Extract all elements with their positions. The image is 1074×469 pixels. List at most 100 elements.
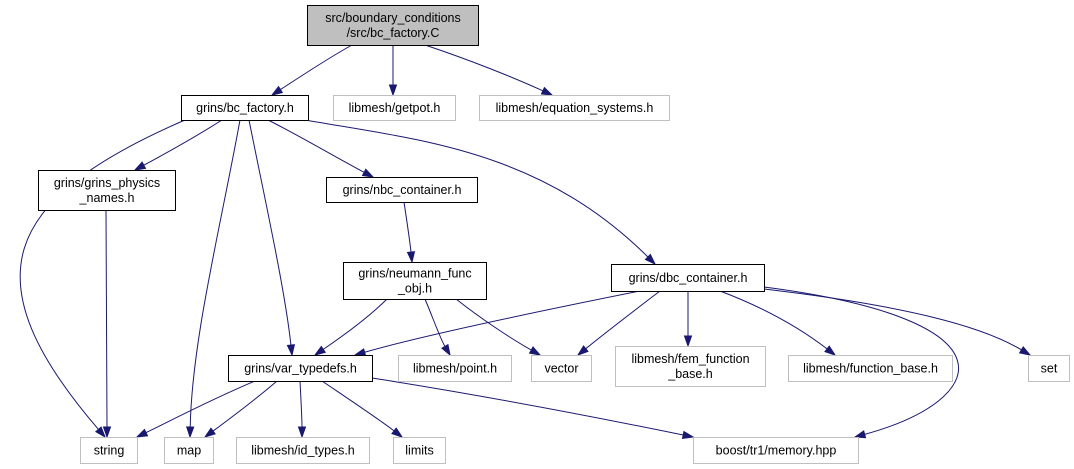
node-set[interactable]: set (1028, 355, 1070, 382)
arrowhead (644, 253, 657, 266)
node-box (181, 95, 309, 121)
node-grins-physics-names-h[interactable]: grins/grins_physics_names.h (38, 170, 176, 211)
arrowhead (824, 345, 837, 356)
node-libmesh-getpot-h[interactable]: libmesh/getpot.h (333, 95, 456, 121)
node-grins-nbc-container-h[interactable]: grins/nbc_container.h (326, 177, 478, 203)
edge-grins_dbc_container_h-to-set (763, 288, 1032, 356)
edge-line (267, 119, 365, 173)
node-label: vector (544, 362, 578, 376)
edge-line (212, 380, 278, 432)
arrowhead (135, 428, 149, 438)
edge-grins_neumann_func_obj_h-to-vector (455, 298, 542, 356)
node-libmesh-equation-systems-h[interactable]: libmesh/equation_systems.h (479, 95, 670, 121)
edge-bc_factory_C-to-libmesh_equation_systems_h (424, 44, 554, 96)
arrowhead (297, 426, 307, 439)
node-boost-tr1-memory-hpp[interactable]: boost/tr1/memory.hpp (693, 437, 859, 464)
node-box (236, 437, 370, 464)
arrowhead (853, 430, 867, 439)
node-vector[interactable]: vector (531, 355, 592, 382)
arrowhead (286, 344, 296, 357)
edge-line (371, 377, 684, 436)
edge-line (105, 209, 108, 428)
edges-layer (19, 44, 1032, 440)
edge-grins_bc_factory_h-to-grins_physics_names_h (133, 119, 223, 171)
node-label: grins/nbc_container.h (343, 183, 462, 197)
edge-line (248, 119, 292, 346)
arrowhead (270, 85, 284, 96)
node-box (80, 437, 138, 464)
edge-line (403, 201, 412, 253)
edge-grins_bc_factory_h-to-string (19, 119, 186, 439)
edge-line (424, 298, 446, 347)
arrowhead (203, 427, 216, 438)
node-box (693, 437, 859, 464)
node-label: _base.h (667, 367, 713, 381)
arrowhead (528, 346, 542, 356)
node-label: grins/dbc_container.h (629, 271, 748, 285)
edge-grins_bc_factory_h-to-grins_dbc_container_h (304, 119, 657, 266)
edge-line (424, 44, 544, 92)
node-box (531, 355, 592, 382)
node-grins-bc-factory-h[interactable]: grins/bc_factory.h (181, 95, 309, 121)
arrowhead (1018, 345, 1032, 356)
node-limits[interactable]: limits (393, 437, 446, 464)
arrowhead (313, 345, 327, 356)
node-label: libmesh/getpot.h (349, 101, 441, 115)
arrowhead (388, 84, 398, 97)
edge-grins_var_typedefs_h-to-boost_tr1_memory_hpp (371, 377, 695, 440)
edge-line (719, 290, 828, 350)
node-label: string (94, 444, 125, 458)
edge-line (322, 298, 388, 350)
node-label: _obj.h (397, 282, 432, 296)
node-label: /src/bc_factory.C (347, 26, 440, 40)
edge-bc_factory_C-to-grins_bc_factory_h (270, 44, 353, 96)
node-box (326, 177, 478, 203)
arrowhead (540, 86, 554, 96)
edge-grins_neumann_func_obj_h-to-libmesh_point_h (424, 298, 451, 357)
edge-grins_bc_factory_h-to-grins_nbc_container_h (267, 119, 375, 178)
node-box (1028, 355, 1070, 382)
node-grins-var-typedefs-h[interactable]: grins/var_typedefs.h (228, 355, 373, 382)
node-box (393, 437, 446, 464)
arrowhead (94, 426, 106, 439)
node-label: libmesh/equation_systems.h (496, 101, 654, 115)
node-label: libmesh/id_types.h (251, 444, 355, 458)
edge-bc_factory_C-to-libmesh_getpot_h (388, 45, 398, 97)
edge-grins_var_typedefs_h-to-limits (321, 380, 404, 438)
edge-grins_var_typedefs_h-to-string (135, 380, 256, 438)
node-box (611, 264, 765, 292)
node-libmesh-function-base-h[interactable]: libmesh/function_base.h (788, 355, 953, 382)
arrowhead (683, 335, 693, 348)
node-label: grins/bc_factory.h (196, 101, 294, 115)
edge-line (364, 290, 641, 353)
edge-line (763, 288, 1022, 351)
node-box (343, 262, 487, 300)
node-libmesh-point-h[interactable]: libmesh/point.h (398, 355, 512, 382)
arrowhead (576, 345, 589, 356)
node-label: libmesh/fem_function (631, 352, 749, 366)
node-string[interactable]: string (80, 437, 138, 464)
edge-line (19, 119, 186, 430)
arrowhead (102, 426, 112, 439)
node-libmesh-fem-function-base-h[interactable]: libmesh/fem_function_base.h (615, 346, 766, 387)
node-libmesh-id-types-h[interactable]: libmesh/id_types.h (236, 437, 370, 464)
node-map[interactable]: map (164, 437, 214, 464)
arrowhead (361, 168, 375, 178)
node-label: map (177, 444, 201, 458)
node-box (615, 346, 766, 387)
node-grins-dbc-container-h[interactable]: grins/dbc_container.h (611, 264, 765, 292)
node-label: libmesh/point.h (413, 362, 497, 376)
node-label: set (1041, 362, 1058, 376)
edge-line (299, 380, 303, 428)
node-box (38, 170, 176, 211)
nodes-layer: src/boundary_conditions/src/bc_factory.C… (38, 5, 1070, 464)
node-grins-neumann-func-obj-h[interactable]: grins/neumann_func_obj.h (343, 262, 487, 300)
node-box (164, 437, 214, 464)
edge-grins_var_typedefs_h-to-map (203, 380, 278, 438)
node-label: _names.h (79, 191, 135, 205)
edge-grins_bc_factory_h-to-map (186, 119, 241, 439)
arrowhead (441, 343, 451, 357)
edge-line (585, 290, 661, 350)
arrowhead (353, 348, 367, 357)
edge-line (763, 286, 960, 435)
